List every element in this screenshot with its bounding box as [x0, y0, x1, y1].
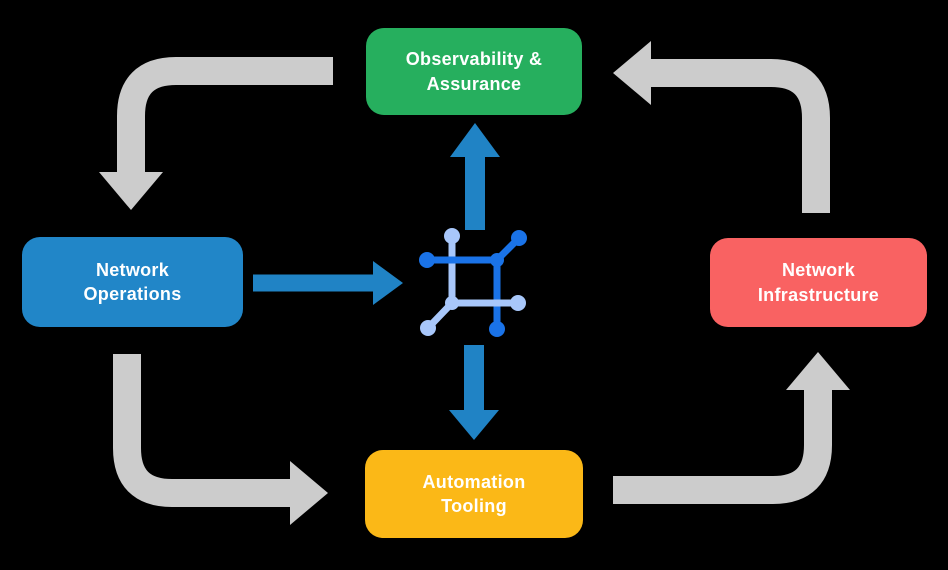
node-network-operations: Network Operations [22, 237, 243, 327]
node-label-line2: Tooling [441, 496, 507, 516]
node-automation-tooling: Automation Tooling [365, 450, 583, 538]
node-label-line2: Operations [83, 284, 182, 304]
arrow-automation-to-infrastructure [613, 352, 850, 504]
node-observability-assurance: Observability & Assurance [366, 28, 582, 115]
arrow-operations-to-automation [113, 354, 328, 525]
node-label-line1: Observability & [405, 49, 543, 70]
node-network-infrastructure: Network Infrastructure [710, 238, 927, 327]
arrow-observability-to-operations [99, 57, 333, 210]
node-label-line1: Automation [422, 471, 526, 492]
node-label-line2: Assurance [426, 73, 522, 94]
network-automation-icon [419, 228, 527, 337]
node-label-line1: Network [781, 260, 856, 281]
arrow-infrastructure-to-observability [613, 41, 830, 213]
node-label-line1: Network [95, 259, 170, 280]
arrow-center-to-automation [449, 345, 499, 440]
arrow-operations-to-center [253, 261, 403, 305]
arrow-center-to-observability [450, 123, 500, 230]
node-label-line2: Infrastructure [757, 284, 880, 305]
